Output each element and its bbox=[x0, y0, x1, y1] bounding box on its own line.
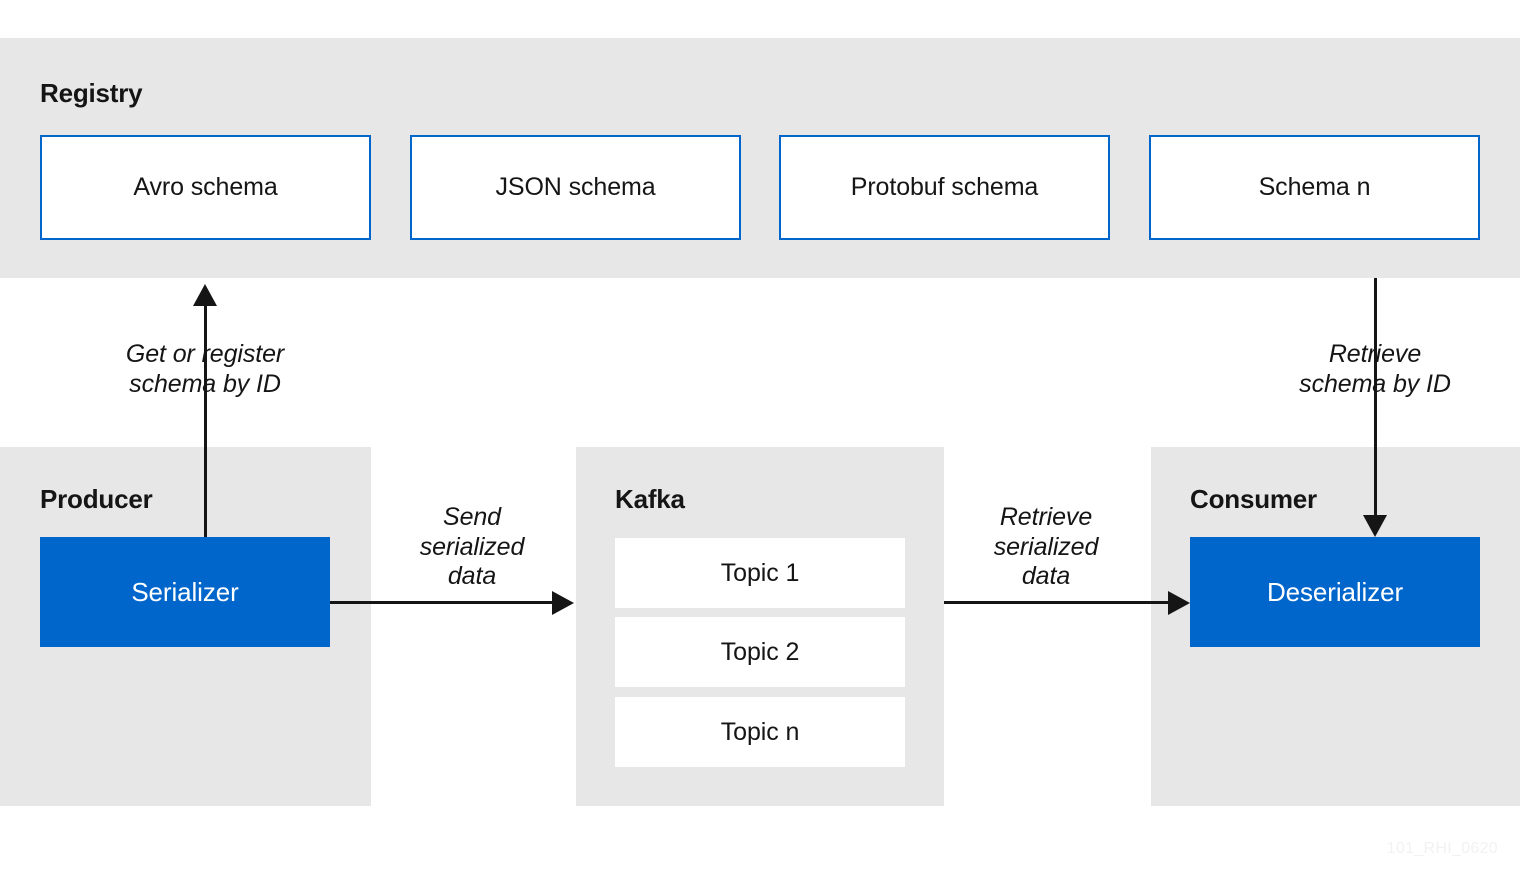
producer-title: Producer bbox=[40, 484, 153, 514]
topic-label: Topic 1 bbox=[720, 558, 800, 587]
topic-box: Topic n bbox=[615, 697, 905, 767]
deserializer-label: Deserializer bbox=[1266, 576, 1404, 607]
arrow-up-icon bbox=[193, 284, 217, 306]
kafka-title: Kafka bbox=[615, 484, 685, 514]
connector-line-producer-to-registry bbox=[204, 306, 207, 537]
schema-box-protobuf-label: Protobuf schema bbox=[850, 173, 1039, 201]
schema-box-protobuf: Protobuf schema bbox=[779, 135, 1110, 240]
serializer-box: Serializer bbox=[40, 537, 330, 647]
consumer-title: Consumer bbox=[1190, 484, 1317, 514]
schema-box-avro: Avro schema bbox=[40, 135, 371, 240]
schema-box-schema-n: Schema n bbox=[1149, 135, 1480, 240]
schema-box-schema-n-label: Schema n bbox=[1258, 173, 1371, 201]
connector-label-registry-to-consumer: Retrieve schema by ID bbox=[1299, 340, 1451, 398]
topic-box: Topic 2 bbox=[615, 617, 905, 687]
connector-label-kafka-to-consumer: Retrieve serialized data bbox=[993, 503, 1099, 590]
connector-label-producer-to-kafka: Send serialized data bbox=[419, 503, 525, 590]
arrow-down-icon bbox=[1363, 515, 1387, 537]
topic-label: Topic n bbox=[720, 717, 800, 746]
schema-box-json: JSON schema bbox=[410, 135, 741, 240]
registry-title: Registry bbox=[40, 78, 143, 108]
arrow-right-icon bbox=[552, 591, 574, 615]
connector-label-producer-to-registry: Get or register schema by ID bbox=[125, 340, 285, 398]
serializer-label: Serializer bbox=[131, 576, 239, 607]
arrow-right-icon bbox=[1168, 591, 1190, 615]
topic-box: Topic 1 bbox=[615, 538, 905, 608]
connector-line-kafka-to-consumer bbox=[944, 601, 1168, 604]
connector-line-registry-to-consumer bbox=[1374, 278, 1377, 515]
watermark: 101_RHI_0620 bbox=[1386, 840, 1498, 857]
deserializer-box: Deserializer bbox=[1190, 537, 1480, 647]
connector-line-producer-to-kafka bbox=[330, 601, 552, 604]
schema-box-json-label: JSON schema bbox=[495, 173, 656, 201]
topic-label: Topic 2 bbox=[720, 637, 800, 666]
schema-box-avro-label: Avro schema bbox=[133, 173, 278, 201]
